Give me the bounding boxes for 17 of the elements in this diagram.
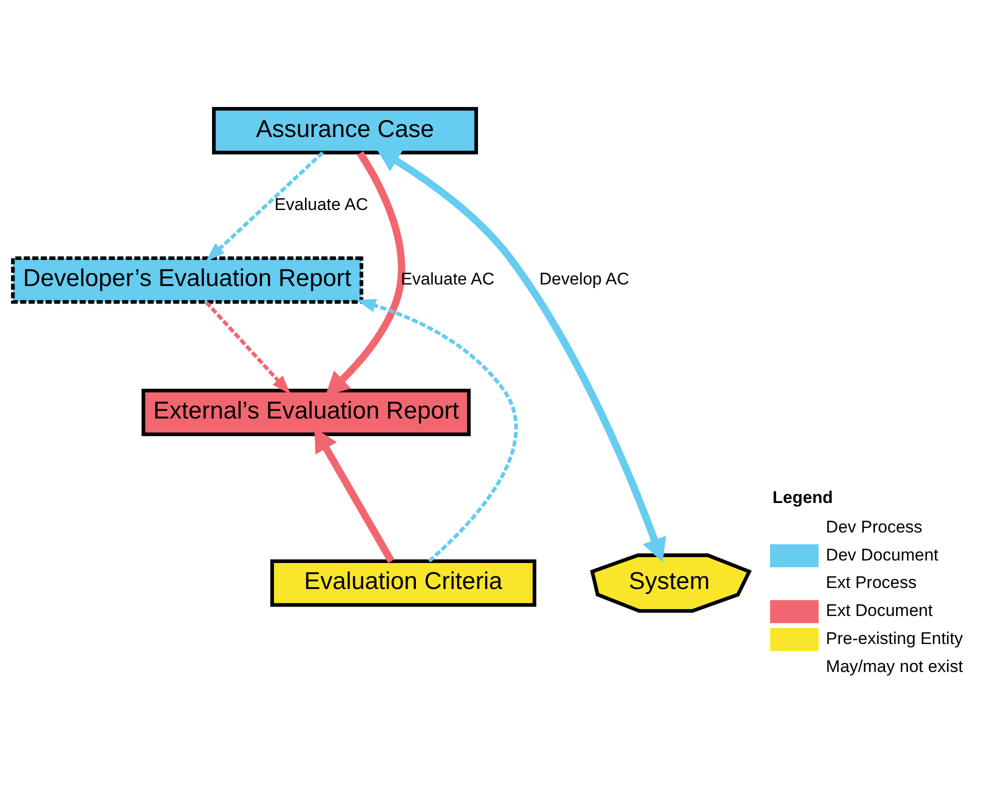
legend-label: Pre-existing Entity [826, 629, 963, 648]
arrow [356, 298, 518, 562]
arrow [376, 148, 666, 562]
node-box: External’s Evaluation Report [142, 388, 471, 436]
legend-label: May/may not exist [826, 656, 963, 676]
label: Legend [772, 488, 833, 508]
legend-label: Dev Document [826, 545, 938, 564]
legend-label: Ext Document [826, 601, 933, 620]
arrow [204, 300, 291, 394]
node-box: Assurance Case [212, 107, 478, 154]
node-box: Evaluation Criteria [270, 559, 536, 607]
legend-label: Dev Process [826, 517, 922, 536]
edge-label: Evaluate AC [274, 194, 368, 214]
legend-label: Ext Process [826, 573, 917, 592]
node-box: Developer’s Evaluation Report [11, 256, 364, 304]
edge-label: Develop AC [539, 270, 630, 289]
arrow [206, 151, 324, 262]
